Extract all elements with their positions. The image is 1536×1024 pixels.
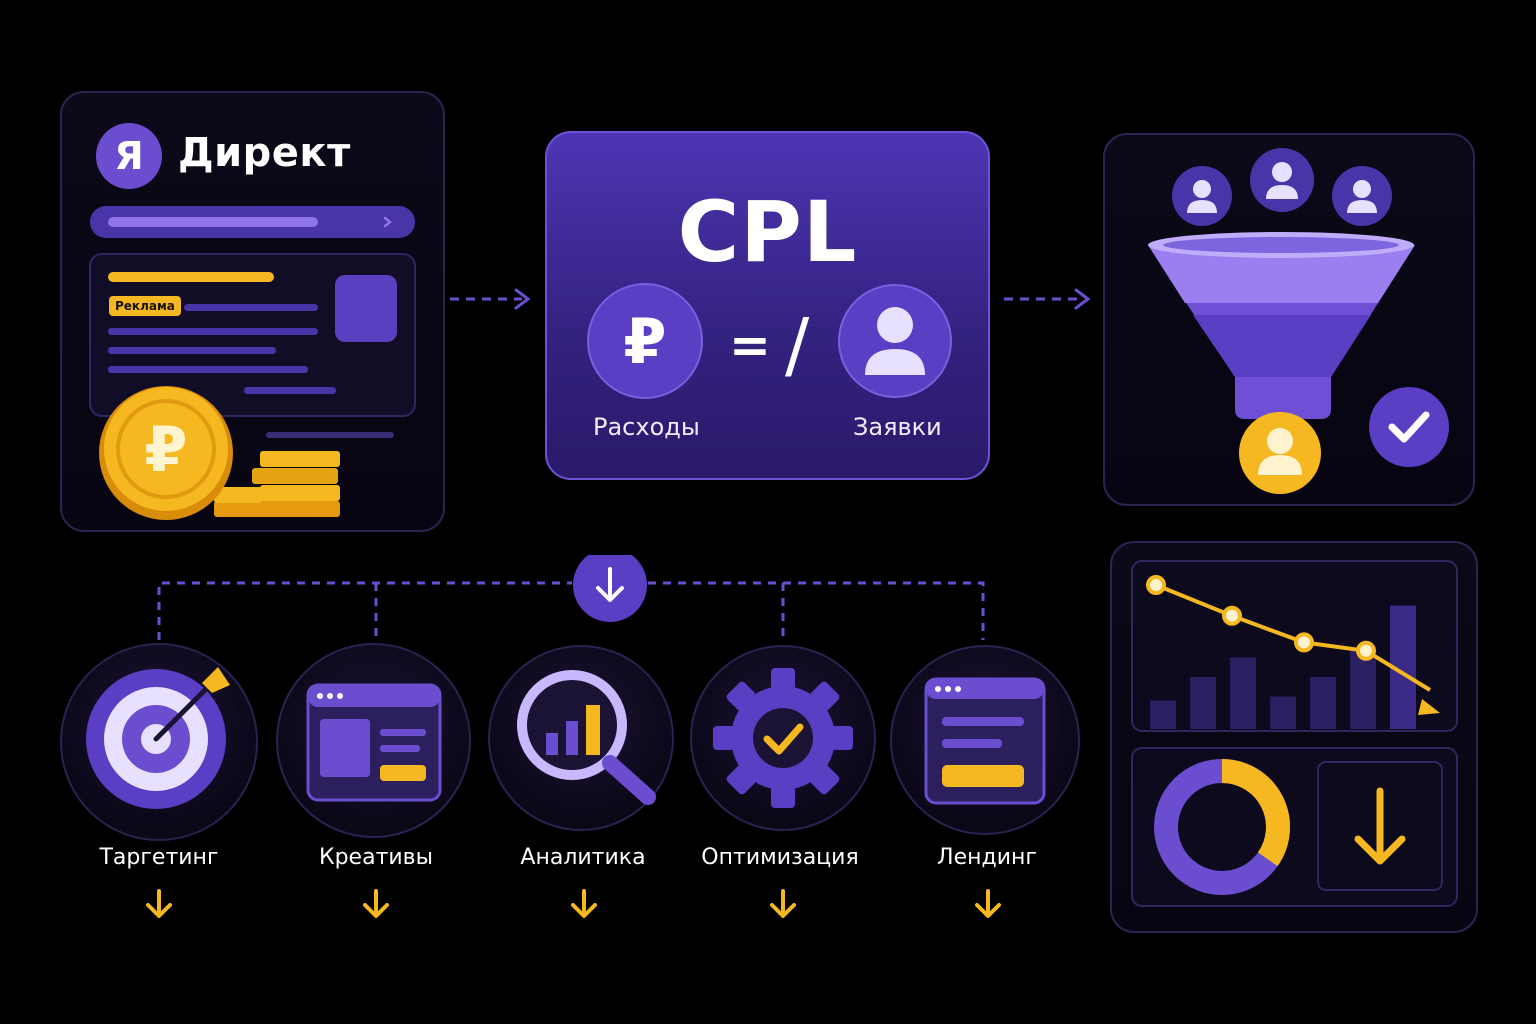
ruble-icon: ₽ <box>587 283 703 399</box>
magnifier-chart-icon <box>517 670 656 805</box>
trend-point <box>1146 575 1166 595</box>
trend-point <box>1294 632 1314 653</box>
logo-letter: Я <box>114 134 144 178</box>
target-icon <box>86 667 230 809</box>
ruble-coin-icon: ₽ <box>99 386 233 520</box>
trend-bar <box>1310 677 1336 729</box>
arrow-down-icon <box>363 889 389 918</box>
donut-chart-icon <box>1154 759 1290 895</box>
trend-bar <box>1150 700 1176 729</box>
arrow-down-icon <box>770 889 796 918</box>
arrow-down-icon <box>975 889 1001 918</box>
trend-point <box>1222 605 1242 626</box>
ad-line <box>108 347 276 354</box>
trend-point <box>1356 640 1376 661</box>
arrow-right-icon <box>1004 288 1091 310</box>
stats-graphics <box>1131 560 1458 907</box>
funnel-icon <box>1148 232 1415 419</box>
down-arrows-row <box>146 889 1001 918</box>
category-label-creatives: Креативы <box>318 845 434 870</box>
brand-name: Директ <box>178 130 351 176</box>
svg-text:₽: ₽ <box>144 413 187 486</box>
direct-card-graphics: ₽ <box>89 206 416 520</box>
ad-badge: Реклама <box>109 296 181 316</box>
trend-bar <box>1270 696 1296 729</box>
trend-bar <box>1230 657 1256 729</box>
expenses-label: Расходы <box>593 413 700 441</box>
yandex-logo-icon: Я <box>96 123 162 189</box>
svg-text:₽: ₽ <box>623 305 666 378</box>
arrow-down-icon <box>146 889 172 918</box>
arrow-down-icon <box>571 889 597 918</box>
search-bar-fill <box>108 217 318 227</box>
user-icon <box>838 284 952 398</box>
trend-arrow-icon <box>1418 699 1440 715</box>
user-icon <box>1172 166 1232 226</box>
ad-line <box>266 432 394 438</box>
user-icon <box>1332 166 1392 226</box>
ad-line <box>108 366 308 373</box>
user-icon <box>1239 412 1321 494</box>
category-label-targeting: Таргетинг <box>99 845 219 870</box>
trend-bar <box>1350 651 1376 729</box>
check-icon <box>1369 387 1449 467</box>
cpl-title: CPL <box>677 183 858 281</box>
cpl-formula-card: CPL ₽ = / Расходы Заявки <box>545 131 990 480</box>
coin-stack-icon <box>214 451 340 517</box>
trend-bar <box>1190 677 1216 729</box>
arrow-down-icon <box>1354 787 1406 865</box>
arrow-right-icon <box>450 288 531 310</box>
gear-check-icon <box>713 668 853 808</box>
trend-points <box>1146 575 1376 661</box>
category-label-landing: Лендинг <box>937 845 1037 870</box>
ad-image-placeholder <box>335 275 397 342</box>
funnel-graphics <box>1148 148 1449 494</box>
leads-label: Заявки <box>853 413 942 441</box>
category-label-analytics: Аналитика <box>520 845 646 870</box>
ad-line <box>184 304 318 311</box>
ad-line <box>244 387 336 394</box>
arrow-down-icon <box>573 555 647 622</box>
connector-tree <box>157 555 985 640</box>
cpl-formula-graphics: ₽ <box>587 283 952 399</box>
user-icon <box>1250 148 1314 212</box>
category-label-optimization: Оптимизация <box>701 845 859 870</box>
ad-headline-line <box>108 272 274 282</box>
ad-line <box>108 328 318 335</box>
creative-window-icon <box>306 683 442 802</box>
divide-sign: / <box>785 303 810 387</box>
equals-sign: = <box>729 316 771 374</box>
landing-page-icon <box>924 677 1046 805</box>
search-bar-caret-icon <box>383 216 393 228</box>
